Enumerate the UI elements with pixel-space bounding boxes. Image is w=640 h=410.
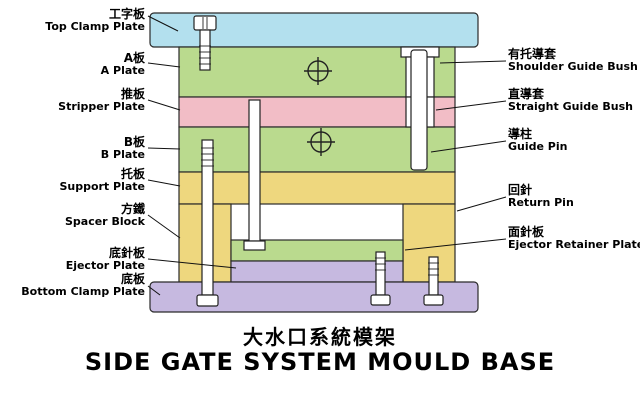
label-en: Guide Pin (508, 139, 568, 153)
label-en: Straight Guide Bush (508, 99, 633, 113)
leader-support-plate (147, 179, 181, 187)
label-ejector-plate: 底針板 Ejector Plate (66, 247, 145, 272)
label-zh: 底針板 (108, 246, 145, 260)
label-ejector-retainer-plate: 面針板 Ejector Retainer Plate (508, 226, 640, 251)
label-zh: 推板 (120, 87, 145, 101)
diagram-title-chinese: 大水口系統模架 (243, 325, 397, 349)
ejector-screw-head (370, 294, 391, 306)
label-en: Bottom Clamp Plate (21, 284, 145, 298)
label-en: Stripper Plate (58, 99, 145, 113)
diagram-title-english: SIDE GATE SYSTEM MOULD BASE (84, 348, 556, 376)
ejector-screw-shaft (375, 251, 386, 296)
leader-guide-pin (430, 140, 507, 153)
label-spacer-block: 方鐵 Spacer Block (65, 203, 145, 228)
ejector-pin-head (243, 240, 266, 251)
leader-shoulder-guide-bush (439, 60, 507, 64)
screw-hole-symbol-b-plate (307, 128, 335, 156)
label-zh: 有托導套 (508, 47, 557, 61)
leader-top-clamp-plate (147, 15, 179, 32)
leader-a-plate (147, 62, 181, 68)
top-screw-head (193, 15, 217, 31)
support-plate-shape (178, 171, 456, 205)
label-zh: 工字板 (108, 7, 145, 21)
leader-spacer-block (147, 214, 181, 239)
ejector-pin-shape (248, 99, 261, 242)
label-guide-pin: 導柱 Guide Pin (508, 128, 567, 153)
label-zh: 方鐵 (120, 202, 145, 216)
bottom-left-screw-head (196, 294, 219, 307)
label-en: A Plate (100, 63, 145, 77)
spacer-screw-head (423, 294, 444, 306)
label-zh: 底板 (120, 272, 145, 286)
return-pin-shape (201, 139, 214, 296)
label-en: Support Plate (59, 179, 145, 193)
leader-return-pin (456, 196, 507, 212)
b-plate-shape (178, 126, 456, 173)
leader-ejector-plate (147, 258, 237, 269)
label-shoulder-guide-bush: 有托導套 Shoulder Guide Bush (508, 48, 638, 73)
label-en: Spacer Block (64, 214, 145, 228)
guide-pin-shape (410, 49, 428, 171)
label-zh: 回針 (508, 183, 533, 197)
label-zh: A板 (123, 51, 145, 65)
label-support-plate: 托板 Support Plate (59, 168, 145, 193)
label-zh: 導柱 (508, 127, 533, 141)
label-en: Shoulder Guide Bush (508, 59, 638, 73)
label-bottom-clamp-plate: 底板 Bottom Clamp Plate (21, 273, 145, 298)
label-return-pin: 回針 Return Pin (508, 184, 574, 209)
label-en: B Plate (100, 147, 145, 161)
label-b-plate: B板 B Plate (101, 136, 145, 161)
leader-ejector-retainer-plate (404, 238, 507, 251)
label-en: Return Pin (508, 195, 574, 209)
label-stripper-plate: 推板 Stripper Plate (58, 88, 145, 113)
label-en: Ejector Plate (65, 258, 145, 272)
label-top-clamp-plate: 工字板 Top Clamp Plate (45, 8, 145, 33)
label-zh: 托板 (120, 167, 145, 181)
label-zh: 直導套 (508, 87, 545, 101)
label-a-plate: A板 A Plate (101, 52, 145, 77)
leader-straight-guide-bush (435, 100, 507, 111)
label-en: Top Clamp Plate (45, 19, 145, 33)
label-en: Ejector Retainer Plate (508, 237, 640, 251)
leader-bottom-clamp-plate (147, 285, 161, 296)
bottom-clamp-plate-shape (149, 281, 479, 313)
leader-b-plate (147, 147, 181, 150)
label-zh: B板 (123, 135, 145, 149)
leader-stripper-plate (147, 99, 181, 111)
label-straight-guide-bush: 直導套 Straight Guide Bush (508, 88, 633, 113)
top-screw-shaft (199, 29, 211, 71)
screw-hole-symbol-a-plate (304, 57, 332, 85)
label-zh: 面針板 (508, 225, 545, 239)
